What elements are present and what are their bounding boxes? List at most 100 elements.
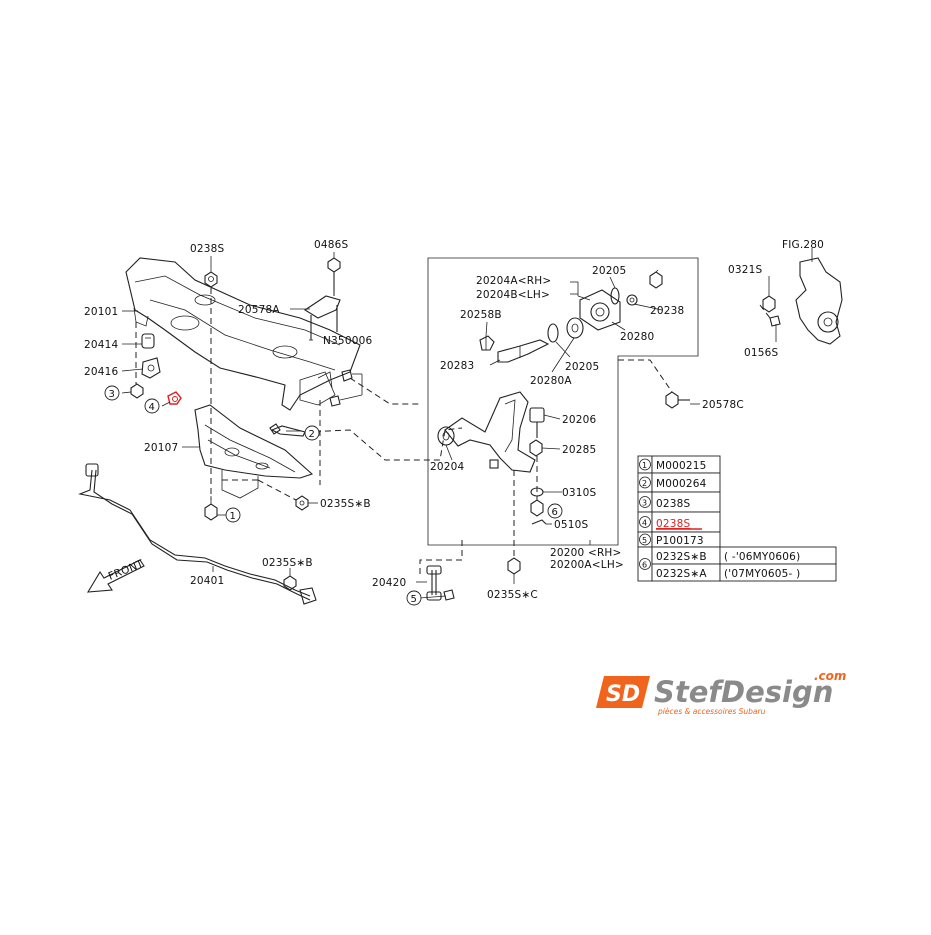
nut-6 bbox=[530, 499, 544, 517]
logo-name: StefDesign bbox=[654, 675, 833, 709]
label-fig280: FIG.280 bbox=[782, 239, 824, 251]
assembly-line-20578c bbox=[618, 359, 673, 393]
box-bracket-20204 bbox=[570, 281, 591, 301]
label-0235sb-bar: 0235S∗B bbox=[262, 557, 313, 569]
assembly-line-nut bbox=[257, 479, 297, 501]
label-20204: 20204 bbox=[430, 461, 465, 473]
nut-20238 bbox=[649, 271, 663, 289]
bolt-20258b bbox=[479, 335, 495, 351]
callout-6: 6 bbox=[547, 503, 563, 519]
bushing-20280a bbox=[566, 317, 584, 339]
callout-5: 5 bbox=[406, 590, 422, 606]
label-20578a: 20578A bbox=[238, 304, 280, 316]
label-20280: 20280 bbox=[620, 331, 654, 343]
callout-3: 3 bbox=[104, 385, 120, 401]
pin-0156s bbox=[769, 315, 781, 342]
svg-text:1: 1 bbox=[230, 511, 236, 522]
nut-0238s-top bbox=[204, 271, 218, 288]
label-20283: 20283 bbox=[440, 360, 474, 372]
nut-20285 bbox=[529, 439, 543, 457]
legend-code-2: M000264 bbox=[656, 478, 707, 490]
stabilizer-bar-20401 bbox=[78, 463, 317, 605]
legend-num-5: 5 bbox=[642, 536, 647, 545]
bushing-20414 bbox=[141, 333, 155, 349]
nut-0235sb-sub bbox=[295, 495, 309, 511]
label-20204a: 20204A<RH> bbox=[476, 275, 551, 287]
legend-code-3: 0238S bbox=[656, 498, 691, 510]
nut-0235sc bbox=[507, 470, 521, 575]
callout-1: 1 bbox=[225, 507, 241, 523]
label-0310s: 0310S bbox=[562, 487, 597, 499]
legend-code-6b: 0232S∗B bbox=[656, 551, 707, 563]
label-0235sc: 0235S∗C bbox=[487, 589, 538, 601]
control-arm-box bbox=[427, 257, 699, 546]
bolts-n350006 bbox=[329, 369, 363, 407]
bolt-red-4 bbox=[167, 391, 182, 405]
bracket-20578a bbox=[303, 295, 341, 341]
bolt-m000264 bbox=[269, 423, 306, 437]
label-0238s-top: 0238S bbox=[190, 243, 225, 255]
legend-code-6a: 0232S∗A bbox=[656, 568, 707, 580]
lower-arm-20200 bbox=[444, 391, 536, 473]
legend-num-2: 2 bbox=[642, 479, 647, 488]
logo-badge: SD bbox=[596, 676, 650, 708]
legend-code-1: M000215 bbox=[656, 460, 707, 472]
bolt-0321s bbox=[762, 295, 776, 313]
knuckle-fig280 bbox=[795, 248, 843, 345]
washer-20205-mid bbox=[547, 323, 559, 343]
logo-tagline: pièces & accessoires Subaru bbox=[657, 707, 766, 716]
label-0321s: 0321S bbox=[728, 264, 763, 276]
label-n350006: N350006 bbox=[323, 335, 372, 347]
label-20420: 20420 bbox=[372, 577, 406, 589]
callout-markers: 3 4 2 1 5 6 bbox=[104, 385, 563, 606]
label-20205-mid: 20205 bbox=[565, 361, 599, 373]
legend-note-6b: ( -'06MY0606) bbox=[724, 551, 800, 563]
label-20416: 20416 bbox=[84, 366, 119, 378]
label-20238: 20238 bbox=[650, 305, 684, 317]
label-20101: 20101 bbox=[84, 306, 118, 318]
label-20200: 20200 <RH> bbox=[550, 547, 622, 559]
label-20414: 20414 bbox=[84, 339, 119, 351]
washer-small bbox=[626, 294, 638, 306]
callout-4: 4 bbox=[144, 398, 160, 414]
label-20578c: 20578C bbox=[702, 399, 744, 411]
label-20280a: 20280A bbox=[530, 375, 572, 387]
front-crossmember-20101 bbox=[125, 257, 361, 411]
legend-table: 1 2 3 4 5 6 M000215 M000264 0238S 0238S … bbox=[637, 455, 837, 582]
svg-text:4: 4 bbox=[149, 402, 155, 413]
callout-2: 2 bbox=[304, 425, 320, 441]
bolt-0486s bbox=[327, 257, 341, 290]
balljoint-20206 bbox=[529, 407, 545, 438]
front-arrow bbox=[86, 559, 145, 593]
plate-20107 bbox=[194, 404, 314, 499]
label-front: FRONT bbox=[107, 558, 146, 583]
legend-num-4: 4 bbox=[642, 519, 647, 528]
assembly-line-link bbox=[419, 540, 463, 578]
shaft-20283 bbox=[497, 339, 550, 363]
label-20200a: 20200A<LH> bbox=[550, 559, 624, 571]
legend-note-6a: ('07MY0605- ) bbox=[724, 568, 800, 580]
bolt-20578c bbox=[665, 391, 690, 409]
nut-left-3 bbox=[130, 383, 144, 399]
label-0486s: 0486S bbox=[314, 239, 349, 251]
label-20258b: 20258B bbox=[460, 309, 502, 321]
leader-lines bbox=[121, 252, 770, 599]
label-20285: 20285 bbox=[562, 444, 596, 456]
assembly-line-knuckle bbox=[759, 304, 771, 319]
washer-20205-top bbox=[610, 287, 620, 305]
svg-text:6: 6 bbox=[552, 507, 558, 518]
label-0235sb-sub: 0235S∗B bbox=[320, 498, 371, 510]
legend-num-6: 6 bbox=[642, 561, 647, 570]
assembly-line-n350006 bbox=[349, 377, 420, 405]
svg-text:2: 2 bbox=[309, 429, 315, 440]
label-0156s: 0156S bbox=[744, 347, 779, 359]
pin-0510s bbox=[531, 519, 547, 525]
label-20204b: 20204B<LH> bbox=[476, 289, 550, 301]
legend-num-circles bbox=[639, 458, 651, 570]
label-20107: 20107 bbox=[144, 442, 178, 454]
svg-text:3: 3 bbox=[109, 389, 115, 400]
logo-domain: .com bbox=[814, 669, 846, 683]
legend-code-4: 0238S bbox=[656, 518, 691, 530]
